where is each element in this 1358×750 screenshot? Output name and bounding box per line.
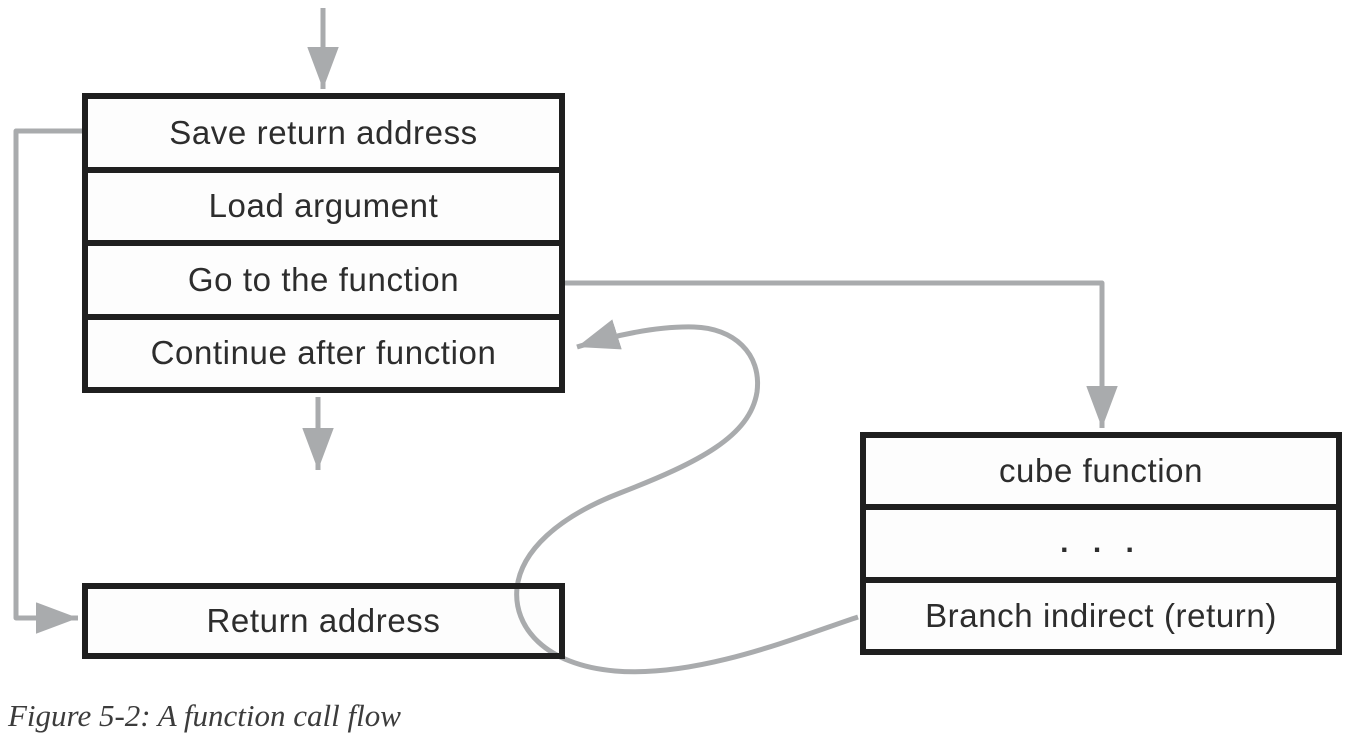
row-load-argument: Load argument: [88, 166, 559, 241]
row-continue-after-function: Continue after function: [88, 313, 559, 388]
caller-box: Save return address Load argument Go to …: [82, 93, 565, 393]
row-go-to-the-function: Go to the function: [88, 240, 559, 314]
row-cube-function: cube function: [998, 452, 1204, 490]
return-branch-curve-arrow: [514, 319, 859, 675]
row-ellipsis: . . .: [866, 504, 1336, 576]
return-address-box: Return address: [82, 583, 565, 659]
call-function-arrow: [565, 280, 1118, 428]
save-return-address-loop-arrow: [13, 128, 82, 634]
cube-function-box: cube function . . . Branch indirect (ret…: [860, 432, 1342, 655]
figure-caption: Figure 5-2: A function call flow: [8, 698, 401, 733]
row-save-return-address: Save return address: [169, 113, 478, 151]
row-return-address: Return address: [206, 602, 441, 639]
row-branch-indirect-return: Branch indirect (return): [866, 576, 1336, 649]
